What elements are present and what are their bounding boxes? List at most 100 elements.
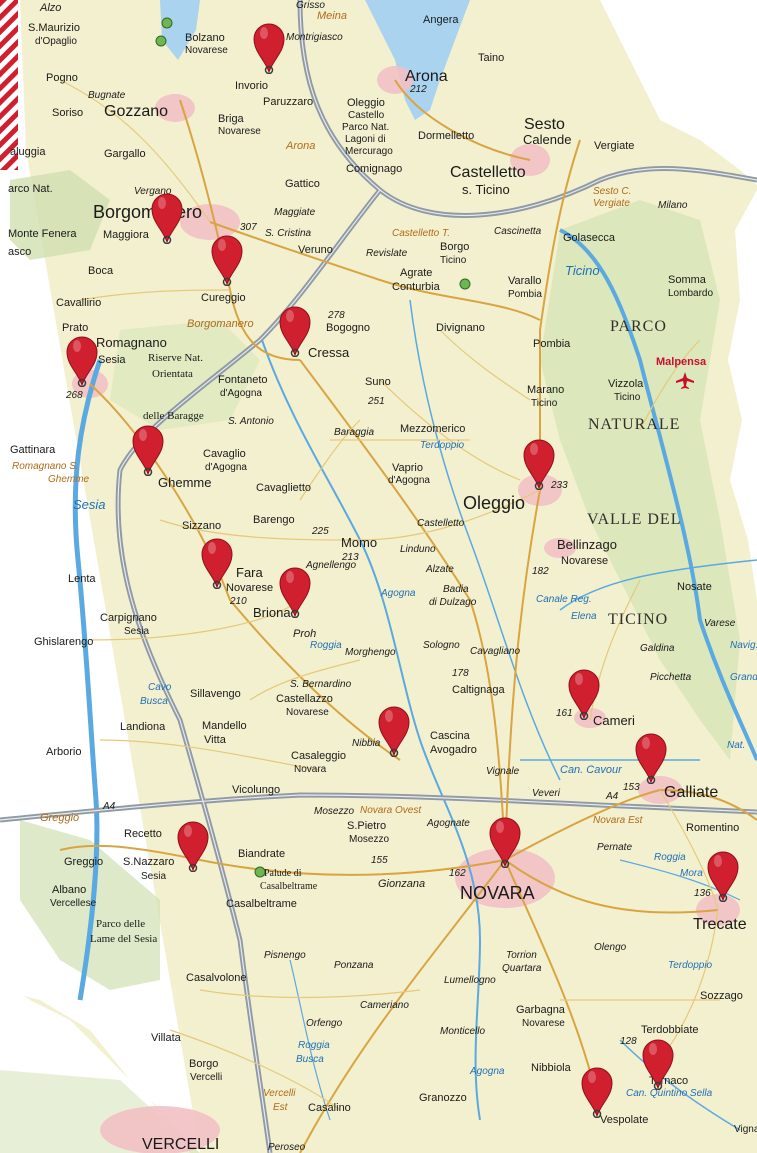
place-label: Pombia — [508, 289, 542, 300]
place-label: Castelletto T. — [392, 228, 450, 239]
place-label: Novarese — [226, 582, 274, 594]
map-marker-icon[interactable] — [580, 1066, 614, 1118]
map-marker-icon[interactable] — [567, 668, 601, 720]
place-label: Conturbia — [392, 281, 440, 293]
place-label: Prato — [62, 322, 89, 334]
place-label: Oleggio — [463, 493, 526, 513]
place-label: Sologno — [423, 640, 460, 651]
place-label: 162 — [449, 868, 466, 879]
place-label: A4 — [606, 791, 619, 802]
place-label: Pernate — [597, 842, 633, 853]
place-label: Paruzzaro — [263, 96, 314, 108]
place-label: Fara — [236, 565, 263, 580]
place-label: Garbagna — [516, 1004, 565, 1016]
map-marker-icon[interactable] — [131, 424, 165, 476]
place-label: Castelletto — [450, 164, 526, 181]
place-label: Landiona — [120, 721, 166, 733]
map-marker-icon[interactable] — [176, 820, 210, 872]
map-marker-icon[interactable] — [65, 335, 99, 387]
place-label: Mezzomerico — [400, 423, 466, 435]
place-label: asco — [8, 246, 32, 258]
place-label: Navig. — [730, 640, 757, 651]
place-label: Mosezzo — [349, 834, 390, 845]
place-label: Borgo — [440, 241, 470, 253]
place-label: Revislate — [366, 248, 408, 259]
place-label: Mandello — [202, 720, 247, 732]
place-label: Nibbia — [352, 738, 381, 749]
place-label: Ticino — [565, 263, 600, 278]
place-label: Roggia — [654, 852, 686, 863]
place-label: Torrion — [506, 950, 537, 961]
place-label: S.Nazzaro — [123, 856, 175, 868]
park-lame-sesia — [20, 820, 160, 990]
place-label: Sesia — [141, 871, 167, 882]
place-label: Arona — [405, 68, 448, 85]
place-label: S.Maurizio — [28, 22, 80, 34]
place-label: Angera — [423, 14, 459, 26]
place-label: Castellazzo — [276, 693, 333, 705]
place-label: Orientata — [152, 368, 193, 380]
map-edge-stripes — [0, 0, 18, 170]
place-label: Recetto — [124, 828, 162, 840]
place-label: Elena — [571, 611, 597, 622]
place-label: Roggia — [298, 1040, 330, 1051]
place-label: Busca — [140, 696, 168, 707]
place-label: Vigna — [734, 1124, 757, 1135]
place-label: Gattico — [285, 178, 320, 190]
place-label: Montrigiasco — [286, 32, 343, 43]
place-label: delle Baragge — [143, 410, 204, 422]
place-label: Vitta — [204, 734, 226, 746]
place-label: Vizzola — [608, 378, 644, 390]
map-marker-icon[interactable] — [634, 732, 668, 784]
place-label: Morghengo — [345, 647, 396, 658]
map-marker-icon[interactable] — [252, 22, 286, 74]
map-marker-icon[interactable] — [150, 192, 184, 244]
place-label: Nat. — [727, 740, 746, 751]
place-label: Arborio — [46, 746, 82, 758]
place-label: Vignale — [486, 766, 520, 777]
place-label: Maggiate — [274, 207, 316, 218]
place-label: Cavagliano — [470, 646, 521, 657]
map-marker-icon[interactable] — [278, 566, 312, 618]
place-label: Cressa — [308, 345, 350, 360]
map-marker-icon[interactable] — [488, 816, 522, 868]
place-label: Vespolate — [600, 1114, 649, 1126]
place-label: Agognate — [427, 818, 470, 829]
map-marker-icon[interactable] — [278, 305, 312, 357]
place-label: Caltignaga — [452, 684, 505, 696]
place-label: 178 — [452, 668, 469, 679]
map-marker-icon[interactable] — [200, 537, 234, 589]
place-label: Briga — [218, 113, 244, 125]
place-label: Ghemme — [158, 475, 212, 490]
place-label: NOVARA — [460, 883, 535, 903]
place-label: S. Cristina — [265, 228, 312, 239]
place-label: di Dulzago — [429, 597, 477, 608]
place-label: Lombardo — [668, 288, 714, 299]
map-marker-icon[interactable] — [210, 234, 244, 286]
place-label: Canale Reg. — [536, 594, 592, 605]
place-label: Ponzana — [334, 960, 374, 971]
lake-maggiore — [365, 0, 470, 120]
place-label: Casalbeltrame — [226, 898, 297, 910]
place-label: 212 — [410, 84, 427, 95]
place-label: Nibbiola — [531, 1062, 571, 1074]
place-label: Sesto C. — [593, 186, 632, 197]
place-label: Pombia — [533, 338, 571, 350]
place-label: 136 — [694, 888, 711, 899]
place-label: Terdoppio — [668, 960, 713, 971]
map-marker-icon[interactable] — [522, 438, 556, 490]
place-label: Novara Est — [593, 815, 643, 826]
place-label: Novarese — [561, 555, 609, 567]
map-marker-icon[interactable] — [706, 850, 740, 902]
place-label: Busca — [296, 1054, 324, 1065]
airplane-icon — [676, 372, 694, 389]
place-label: Olengo — [594, 942, 627, 953]
map-marker-icon[interactable] — [377, 705, 411, 757]
map-marker-icon[interactable] — [641, 1038, 675, 1090]
place-label: Calende — [523, 132, 572, 147]
place-label: Pogno — [46, 72, 78, 84]
place-label: Alzo — [40, 2, 62, 14]
place-label: Ghemme — [48, 474, 90, 485]
